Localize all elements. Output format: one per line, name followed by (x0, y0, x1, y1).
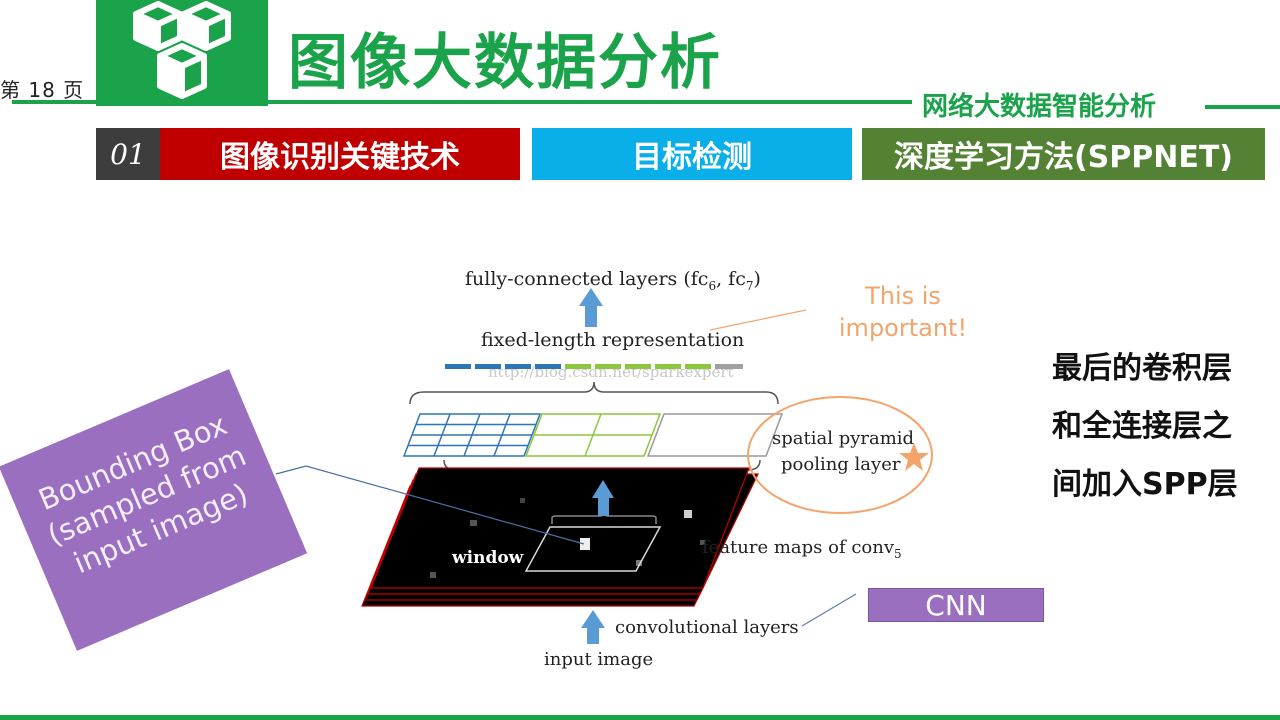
tab-object-detection[interactable]: 目标检测 (532, 128, 852, 180)
page-number: 第 18 页 (0, 78, 85, 102)
important-line2: important! (838, 314, 968, 342)
fixed-length-vector (445, 364, 743, 369)
tab-deep-learning-sppnet[interactable]: 深度学习方法(SPPNET) (862, 128, 1265, 180)
window-box (524, 526, 662, 572)
section-number: 01 (96, 128, 160, 180)
pyramid-grid-1x1 (646, 413, 784, 457)
arrow-up-icon (592, 480, 614, 516)
important-connector (709, 309, 807, 331)
subtitle: 网络大数据智能分析 (922, 92, 1157, 122)
conv-layers-label: convolutional layers (615, 617, 799, 638)
fixed-length-label: fixed-length representation (481, 329, 744, 351)
side-line2: 和全连接层之 (1052, 409, 1232, 444)
cubes-logo-icon (133, 1, 231, 99)
footer-rule (0, 715, 1280, 720)
logo-panel (96, 0, 268, 106)
cnn-connector (801, 593, 857, 627)
spp-label-line1: spatial pyramid (772, 428, 914, 449)
pyramid-grid-2x2 (524, 413, 662, 457)
cnn-label-box: CNN (868, 588, 1044, 622)
side-description: 最后的卷积层 和全连接层之 间加入SPP层 (1052, 340, 1272, 514)
important-annotation: This is important! (838, 280, 968, 344)
important-line1: This is (865, 282, 941, 310)
spp-label-line2: pooling layer (781, 454, 901, 475)
spp-highlight-ellipse (747, 396, 933, 514)
top-brace (409, 381, 779, 405)
tab-image-recognition[interactable]: 图像识别关键技术 (160, 128, 520, 180)
page-title: 图像大数据分析 (288, 28, 722, 98)
arrow-up-icon (579, 288, 603, 327)
input-image-label: input image (544, 649, 653, 670)
feature-maps-label: feature maps of conv5 (702, 537, 902, 561)
arrow-up-icon (581, 610, 605, 644)
bbox-connector (275, 465, 585, 545)
star-icon (899, 443, 929, 471)
side-line1: 最后的卷积层 (1052, 351, 1232, 386)
header-rule-right (1205, 105, 1280, 109)
window-label: window (451, 548, 524, 568)
side-line3: 间加入SPP层 (1052, 467, 1238, 502)
pyramid-grid-4x4 (402, 413, 542, 457)
fc-layers-label: fully-connected layers (fc6, fc7) (465, 268, 761, 293)
header-rule (12, 100, 912, 104)
